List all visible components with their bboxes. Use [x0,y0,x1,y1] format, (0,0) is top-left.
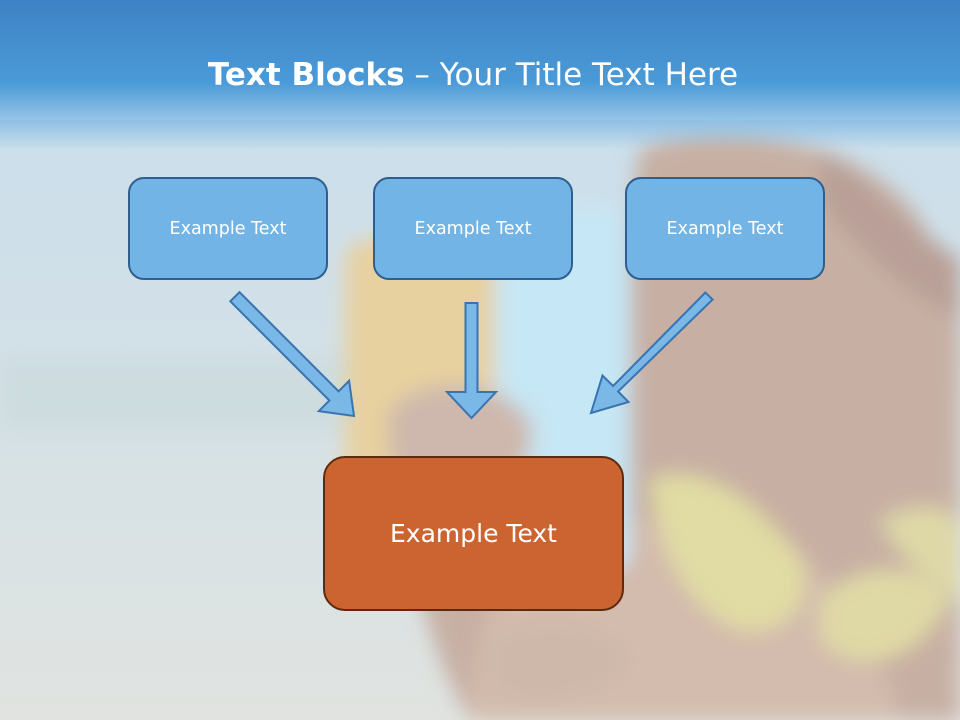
arrow-left-icon [228,290,356,418]
text-block-left[interactable]: Example Text [128,177,328,280]
arrow-right-icon [589,291,715,415]
text-block-right[interactable]: Example Text [625,177,825,280]
text-block-right-label: Example Text [666,218,784,239]
slide-title: Text Blocks – Your Title Text Here [0,52,946,98]
title-bold-part: Text Blocks [207,57,405,93]
title-dash: – [414,57,430,93]
arrow-center-icon [444,302,499,420]
title-rest: Your Title Text Here [439,57,739,93]
main-text-block[interactable]: Example Text [323,456,624,611]
text-block-center[interactable]: Example Text [373,177,573,280]
title-bar [0,0,960,150]
main-text-block-label: Example Text [390,519,557,548]
text-block-center-label: Example Text [414,218,532,239]
text-block-left-label: Example Text [169,218,287,239]
